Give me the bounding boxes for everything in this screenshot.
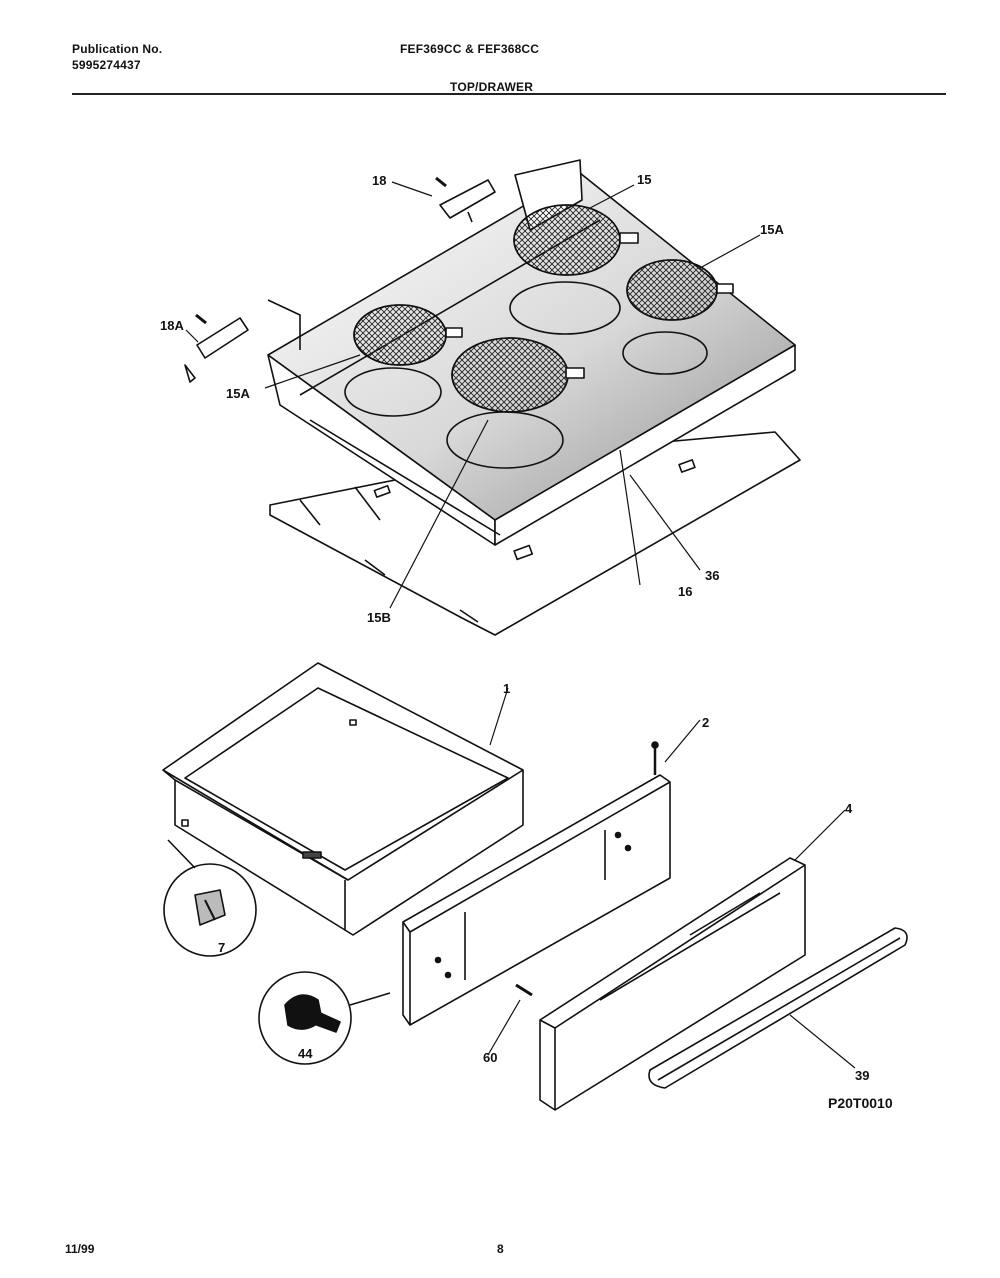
drawer-front [539,857,806,1111]
callout-1: 1 [503,681,510,696]
model-numbers: FEF369CC & FEF368CC [400,42,540,56]
callout-39: 39 [855,1068,869,1083]
callout-7: 7 [218,940,225,955]
callout-15A: 15A [760,222,784,237]
callout-18A: 18A [160,318,184,333]
callout-15B: 15B [367,610,391,625]
callout-44: 44 [298,1046,313,1061]
bracket-18 [435,176,496,223]
drawer-front-panel [402,741,671,1026]
publication-number: 5995274437 [72,58,141,72]
drawer-body [162,662,524,936]
drawer-leaders [487,687,856,1069]
revision-date: 11/99 [65,1242,95,1256]
callout-4: 4 [845,801,853,816]
callout-18: 18 [372,173,386,188]
diagram-code: P20T0010 [828,1095,893,1111]
publication-label: Publication No. [72,42,163,56]
section-title: TOP/DRAWER [450,80,534,94]
header-rule [72,93,946,95]
callout-60: 60 [483,1050,497,1065]
element-15A-left [353,304,463,366]
element-15A-right [626,259,734,321]
callout-36: 36 [705,568,719,583]
callout-15A: 15A [226,386,250,401]
screw-detail-44 [258,971,391,1065]
element-15 [513,204,639,276]
callout-16: 16 [678,584,692,599]
screw-60 [515,983,533,997]
callout-15: 15 [637,172,651,187]
page-number: 8 [497,1242,504,1256]
bracket-18A [184,313,249,383]
clip-detail-7 [163,839,257,957]
callout-2: 2 [702,715,709,730]
element-15B [451,337,585,413]
drawer-handle [648,927,908,1089]
cooktop-leaders [185,181,761,609]
